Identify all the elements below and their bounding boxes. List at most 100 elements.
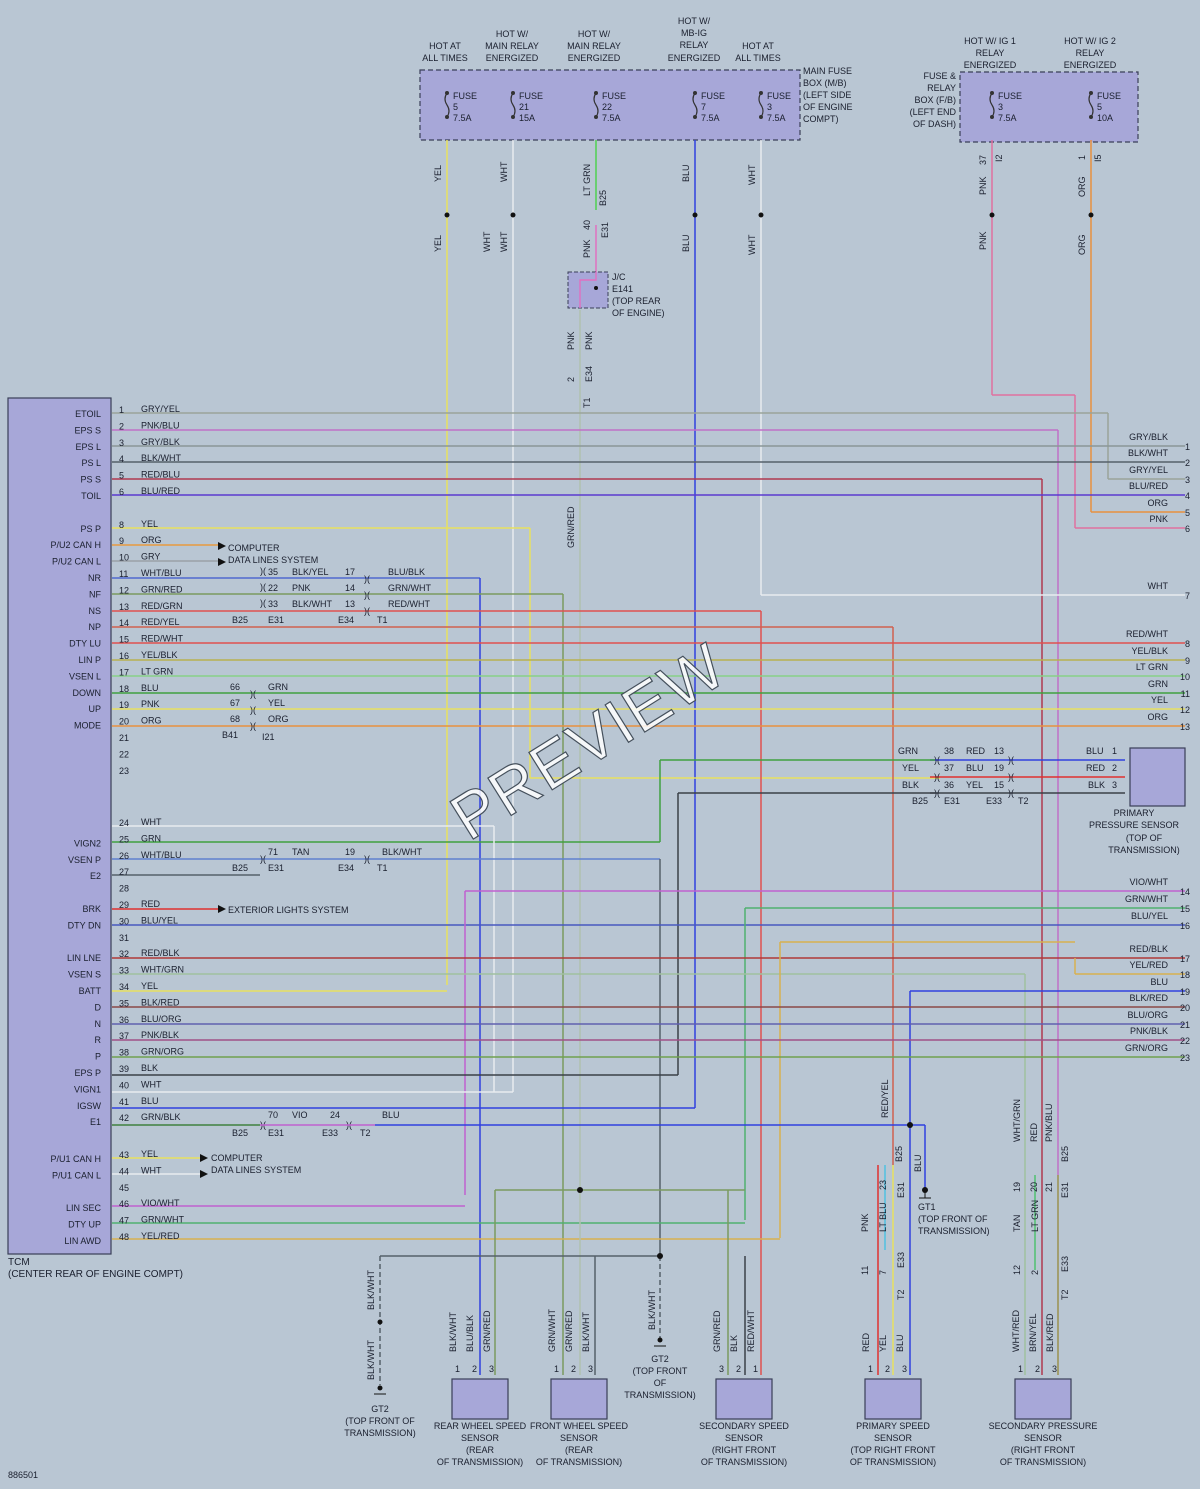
svg-text:GT2: GT2 (651, 1354, 669, 1364)
svg-text:21: 21 (1044, 1182, 1054, 1192)
svg-text:7: 7 (878, 1270, 888, 1275)
right-pin-number: 5 (1185, 508, 1190, 518)
svg-text:RED/WHT: RED/WHT (388, 599, 430, 609)
tcm-pin-wire: GRY/YEL (141, 404, 180, 414)
svg-text:RED: RED (1086, 763, 1106, 773)
sensor-wire-label: RED (861, 1332, 871, 1352)
sensor-wire-label: YEL (878, 1335, 888, 1352)
tcm-pin-number: 24 (119, 818, 129, 828)
tcm-pin-wire: WHT/BLU (141, 850, 182, 860)
svg-text:TRANSMISSION): TRANSMISSION) (624, 1390, 696, 1400)
right-pin-wire: VIO/WHT (1130, 877, 1169, 887)
tcm-pin-number: 22 (119, 749, 129, 759)
tcm-pin-wire: GRN/WHT (141, 1215, 184, 1225)
sensor-location: (RIGHT FRONT (712, 1445, 777, 1455)
tcm-pin-number: 44 (119, 1166, 129, 1176)
connector-pps-block: GRN 38 RED 13 BLU 1 YEL 37 BLU 19 RED 2 … (898, 746, 1186, 855)
tcm-pin-name: P/U2 CAN L (52, 557, 101, 567)
sensor-pin-number: 1 (1018, 1364, 1023, 1374)
svg-text:HOT W/: HOT W/ (678, 16, 711, 26)
svg-text:)(: )( (934, 788, 940, 798)
sensor-box (715, 1378, 773, 1420)
sensor-pin-number: 3 (1052, 1364, 1057, 1374)
svg-text:2: 2 (566, 377, 576, 382)
right-pin-wire: GRN/WHT (1125, 894, 1168, 904)
tcm-pin-name: N (95, 1019, 102, 1029)
sensor-location: (REAR (466, 1445, 495, 1455)
svg-text:HOT W/: HOT W/ (578, 29, 611, 39)
svg-text:67: 67 (230, 698, 240, 708)
jc-e141: J/C E141 (TOP REAR OF ENGINE) PNK PNK 2 … (566, 271, 665, 548)
svg-text:21: 21 (519, 102, 529, 112)
svg-text:PNK: PNK (292, 583, 311, 593)
sensor-location-2: OF TRANSMISSION) (437, 1457, 523, 1467)
tcm-pin-name: P/U2 CAN H (50, 540, 101, 550)
svg-text:BOX (M/B): BOX (M/B) (803, 78, 847, 88)
tcm-pin-wire: BLU/ORG (141, 1014, 182, 1024)
tcm-pin-number: 6 (119, 487, 124, 497)
tcm-pin-number: 47 (119, 1216, 129, 1226)
fuse-wire-labels: YEL YEL WHT WHT WHT LT GRN B25 PNK 40 E3… (433, 154, 1103, 258)
right-pin-wire: WHT (1148, 581, 1169, 591)
right-pin-wire: BLK/RED (1129, 993, 1168, 1003)
tcm-pin-number: 10 (119, 553, 129, 563)
svg-text:RED/YEL: RED/YEL (880, 1079, 890, 1118)
right-pin-number: 7 (1185, 591, 1190, 601)
sensor-box (451, 1378, 509, 1420)
fuse-header-1: HOT AT (429, 41, 461, 51)
svg-text:7.5A: 7.5A (602, 113, 621, 123)
svg-text:7.5A: 7.5A (998, 113, 1017, 123)
tcm-pin-name: D (95, 1002, 102, 1012)
svg-text:FUSE: FUSE (1097, 91, 1121, 101)
svg-text:MB-IG: MB-IG (681, 28, 707, 38)
svg-text:BLK/WHT: BLK/WHT (366, 1339, 376, 1380)
svg-text:RED: RED (966, 746, 986, 756)
svg-text:ALL TIMES: ALL TIMES (422, 53, 468, 63)
tcm-pin-wire: BLK/RED (141, 997, 180, 1007)
right-pin-wire: RED/BLK (1129, 944, 1168, 954)
svg-text:ENERGIZED: ENERGIZED (668, 53, 721, 63)
svg-text:E33: E33 (1060, 1256, 1070, 1272)
svg-text:17: 17 (345, 567, 355, 577)
doc-id: 886501 (8, 1470, 38, 1480)
tcm-pin-name: E1 (90, 1117, 101, 1127)
svg-text:WHT: WHT (482, 231, 492, 252)
right-pin-number: 15 (1180, 904, 1190, 914)
sensor-pin-number: 2 (571, 1364, 576, 1374)
svg-text:)(: )( (1008, 788, 1014, 798)
tcm-pin-name: PS S (80, 475, 101, 485)
ground-gt1: BLU RED/YEL GT1 (TOP FRONT OF TRANSMISSI… (880, 1079, 990, 1236)
tcm-pin-number: 28 (119, 884, 129, 894)
tcm-pin-name: EPS P (74, 1068, 101, 1078)
svg-text:19: 19 (345, 847, 355, 857)
tcm-pin-name: VSEN S (68, 970, 101, 980)
svg-text:MAIN RELAY: MAIN RELAY (567, 41, 621, 51)
sensor-wire-label: WHT/RED (1011, 1310, 1021, 1352)
svg-text:B25: B25 (894, 1146, 904, 1162)
svg-text:OF ENGINE: OF ENGINE (803, 102, 853, 112)
svg-text:MAIN RELAY: MAIN RELAY (485, 41, 539, 51)
tcm-pin-name: PS P (80, 524, 101, 534)
sensor-location: (REAR (565, 1445, 594, 1455)
tcm-pin-22: 22 (119, 749, 129, 759)
svg-text:J/C: J/C (612, 272, 626, 282)
fuse-21: FUSE 21 15A (510, 91, 543, 123)
sensor-name-2: SENSOR (461, 1433, 500, 1443)
tcm-pin-name: TOIL (81, 491, 101, 501)
svg-text:)(: )( (934, 755, 940, 765)
right-pin-wire: ORG (1147, 712, 1168, 722)
svg-text:T1: T1 (582, 397, 592, 408)
